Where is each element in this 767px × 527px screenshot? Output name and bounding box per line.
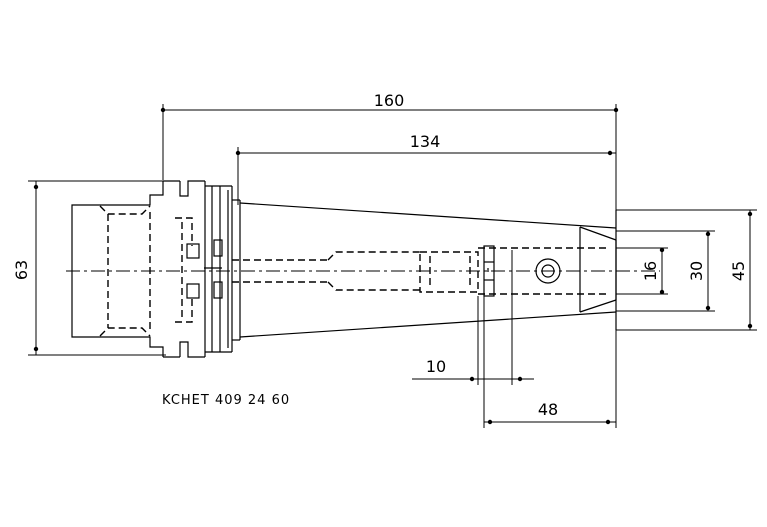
dimension-label-134: 134 <box>410 132 441 151</box>
dimension-flange-diameter: 63 <box>12 180 166 356</box>
tapered-extension <box>239 200 617 340</box>
dimension-label-63: 63 <box>12 260 31 280</box>
dimension-label-10: 10 <box>426 357 446 376</box>
dimension-body-length: 134 <box>235 132 616 205</box>
dimension-nose-diameters: 16 30 45 <box>616 209 757 331</box>
dimension-label-45: 45 <box>729 261 748 281</box>
dimension-label-48: 48 <box>538 400 558 419</box>
dimension-label-30: 30 <box>687 261 706 281</box>
dimension-bore-depth: 48 <box>483 296 617 428</box>
part-number-caption: KCHET 409 24 60 <box>162 393 290 408</box>
flange-body <box>71 180 240 358</box>
dimension-overall-length: 160 <box>160 91 619 210</box>
dimension-label-16: 16 <box>641 261 660 281</box>
dimension-label-160: 160 <box>374 91 405 110</box>
dimension-groove-width: 10 <box>412 250 534 385</box>
